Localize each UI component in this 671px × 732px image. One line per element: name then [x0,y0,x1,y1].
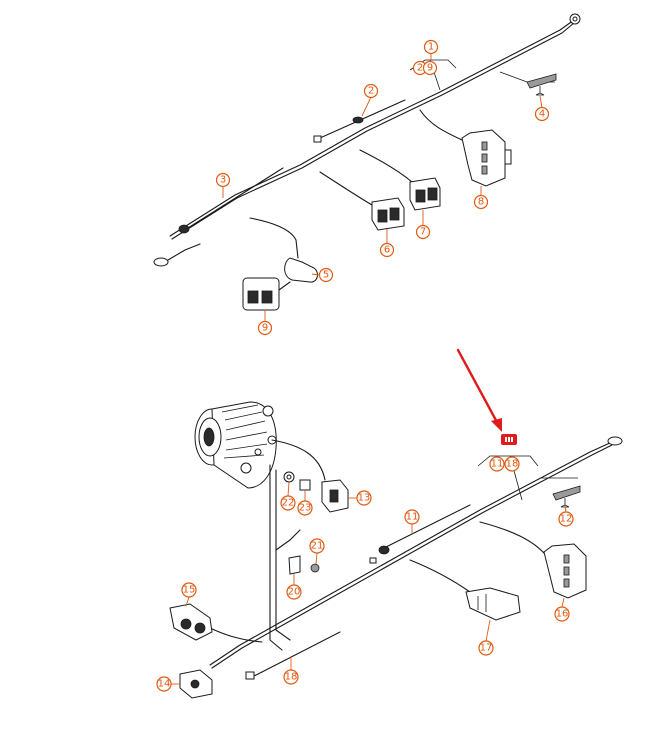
cable-clip [288,555,301,575]
callout-11[interactable]: 11 [404,509,420,534]
callout-9[interactable]: 9 [257,310,273,336]
callout-20[interactable]: 20 [286,574,302,600]
mounting-clip [526,73,557,89]
callout-18-group[interactable]: 18 [504,456,520,472]
svg-text:9: 9 [262,323,268,334]
callout-17[interactable]: 17 [478,619,494,656]
svg-text:20: 20 [288,587,301,598]
svg-text:13: 13 [358,493,371,504]
callout-11-group[interactable]: 11 [489,456,505,472]
tie-head [245,671,255,680]
callout-12[interactable]: 12 [558,506,574,527]
lower-wiring-harness [169,401,623,699]
svg-text:9: 9 [427,63,433,74]
svg-text:5: 5 [323,270,329,281]
callout-7[interactable]: 7 [415,210,431,240]
callout-4[interactable]: 4 [534,95,550,122]
callout-2[interactable]: 2 [361,83,379,117]
callout-23[interactable]: 23 [297,490,313,516]
connector-15 [169,603,213,641]
connector-8 [461,129,512,187]
svg-text:8: 8 [478,197,484,208]
list-icon[interactable] [501,434,517,445]
connector-16 [543,543,587,599]
callout-15[interactable]: 15 [181,582,197,607]
nut [310,563,320,573]
tie-clip [178,224,190,234]
svg-text:4: 4 [539,109,545,120]
ring-terminal [153,257,169,267]
callout-1[interactable]: 1 [423,39,439,61]
svg-text:16: 16 [556,609,569,620]
highlight-pointer-arrow [456,348,502,432]
callout-14[interactable]: 14 [156,676,180,692]
svg-text:17: 17 [480,643,493,654]
svg-text:14: 14 [158,679,171,690]
cable-tie [187,167,284,229]
svg-text:18: 18 [285,672,298,683]
ring-terminal [607,436,623,446]
svg-text:18: 18 [506,459,519,470]
callout-3[interactable]: 3 [215,172,231,199]
tie-head [313,135,322,143]
svg-text:2: 2 [368,86,374,97]
upper-callouts: 1 2 9 2 3 4 5 [215,39,550,336]
callout-21[interactable]: 21 [309,538,325,565]
alternator [194,401,277,489]
svg-text:11: 11 [491,459,504,470]
cable-tie [379,504,471,551]
connector-14 [179,669,213,699]
tie-clip [352,116,364,124]
connector-6 [371,197,405,231]
connector-17 [465,587,521,621]
svg-text:15: 15 [183,585,196,596]
svg-text:2: 2 [417,63,423,74]
connector-13 [321,479,349,513]
callout-6[interactable]: 6 [379,229,395,258]
callout-13[interactable]: 13 [348,490,372,506]
callout-16[interactable]: 16 [554,597,570,622]
callout-5[interactable]: 5 [311,267,334,283]
connector-boot [284,257,318,283]
svg-text:22: 22 [282,498,295,509]
callout-22[interactable]: 22 [280,481,296,511]
lower-callouts: 11 18 11 12 13 14 15 [156,456,574,692]
svg-text:12: 12 [560,514,573,525]
svg-text:3: 3 [220,175,226,186]
svg-text:23: 23 [299,503,312,514]
callout-18[interactable]: 18 [283,656,299,685]
svg-text:6: 6 [384,245,390,256]
svg-text:7: 7 [420,227,426,238]
connector-7 [409,177,441,211]
nut [299,479,311,491]
callout-9-group[interactable]: 9 [422,60,438,76]
cable-tie [261,631,341,673]
tie-clip [378,545,390,555]
callout-8[interactable]: 8 [473,186,489,210]
svg-text:1: 1 [428,42,434,53]
upper-wiring-harness [153,13,581,311]
svg-text:11: 11 [406,512,419,523]
mounting-clip [552,485,581,501]
svg-text:21: 21 [311,541,324,552]
